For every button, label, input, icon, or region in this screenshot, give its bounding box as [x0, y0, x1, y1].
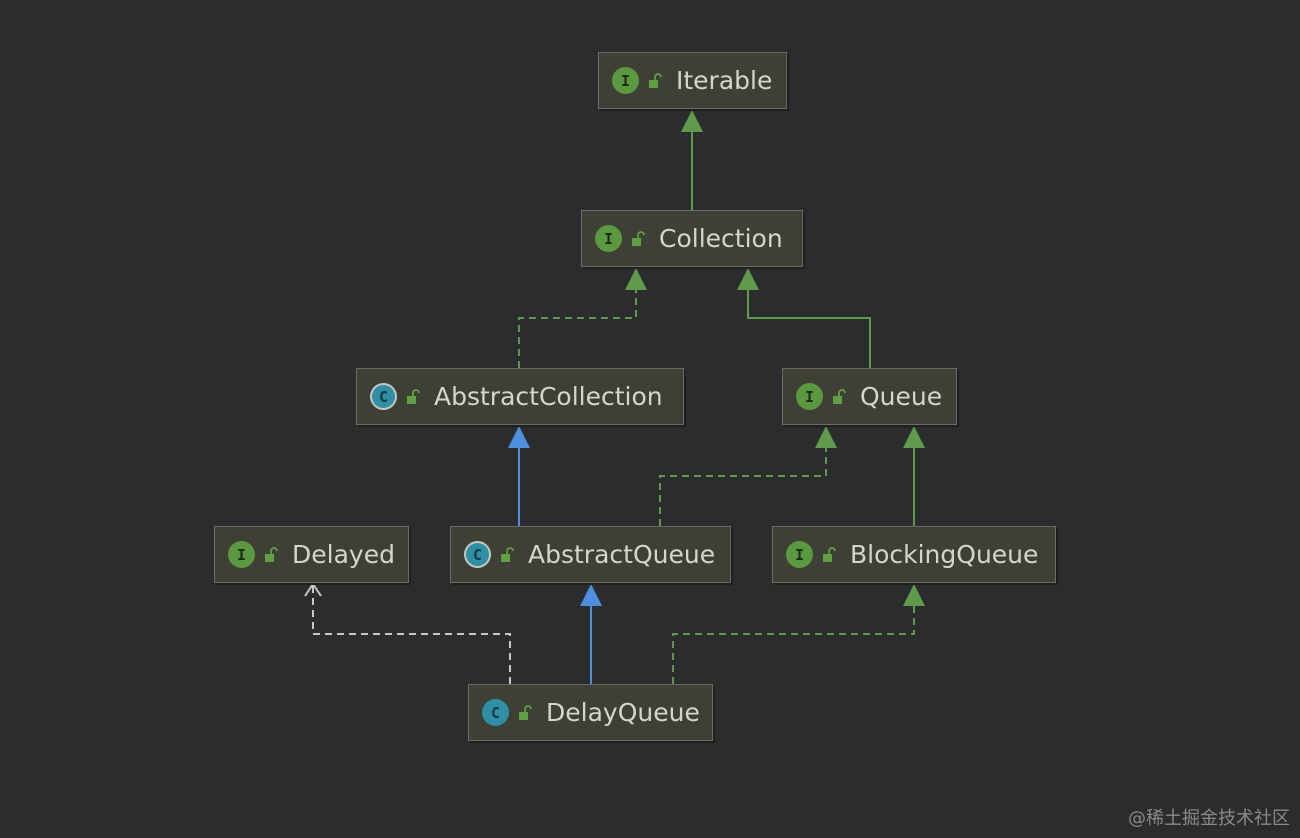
- edge-delayqueue-to-blockingqueue: [672, 606, 915, 684]
- class-name: AbstractQueue: [528, 540, 716, 569]
- class-name: AbstractCollection: [434, 382, 663, 411]
- public-lock-icon: [500, 540, 514, 569]
- triangle-arrowhead-blockingqueue-to-queue: [903, 426, 925, 448]
- triangle-arrowhead-collection-to-iterable: [681, 110, 703, 132]
- class-node-abstractcollection[interactable]: C AbstractCollection: [356, 368, 684, 425]
- class-name: Iterable: [676, 66, 773, 95]
- triangle-arrowhead-delayqueue-to-abstractqueue: [580, 584, 602, 606]
- class-name: Collection: [659, 224, 783, 253]
- triangle-arrowhead-abstractqueue-to-queue: [815, 426, 837, 448]
- public-lock-icon: [518, 698, 532, 727]
- class-node-delayed[interactable]: I Delayed: [214, 526, 409, 583]
- triangle-arrowhead-queue-to-collection: [737, 268, 759, 290]
- edge-abstractcollection-to-collection: [518, 290, 637, 368]
- public-lock-icon: [822, 540, 836, 569]
- class-node-abstractqueue[interactable]: C AbstractQueue: [450, 526, 731, 583]
- class-name: Delayed: [292, 540, 395, 569]
- class-name: BlockingQueue: [850, 540, 1039, 569]
- arrowheads-layer: [304, 110, 925, 606]
- triangle-arrowhead-abstractqueue-to-abstractcollection: [508, 426, 530, 448]
- public-lock-icon: [631, 224, 645, 253]
- triangle-arrowhead-abstractcollection-to-collection: [625, 268, 647, 290]
- triangle-arrowhead-delayqueue-to-blockingqueue: [903, 584, 925, 606]
- open-arrowhead-delayqueue-to-delayed: [304, 582, 322, 597]
- edge-delayqueue-to-delayed: [312, 586, 511, 684]
- edge-abstractqueue-to-queue: [659, 448, 827, 526]
- class-node-blockingqueue[interactable]: I BlockingQueue: [772, 526, 1056, 583]
- watermark: @稀土掘金技术社区: [1128, 808, 1290, 829]
- class-node-delayqueue[interactable]: C DelayQueue: [468, 684, 713, 741]
- interface-kind-icon: I: [228, 541, 255, 568]
- interface-kind-icon: I: [595, 225, 622, 252]
- abstract-class-kind-icon: C: [370, 383, 397, 410]
- abstract-class-kind-icon: C: [464, 541, 491, 568]
- public-lock-icon: [264, 540, 278, 569]
- interface-kind-icon: I: [786, 541, 813, 568]
- public-lock-icon: [648, 66, 662, 95]
- class-name: Queue: [860, 382, 943, 411]
- public-lock-icon: [832, 382, 846, 411]
- class-node-iterable[interactable]: I Iterable: [598, 52, 787, 109]
- class-name: DelayQueue: [546, 698, 700, 727]
- interface-kind-icon: I: [796, 383, 823, 410]
- public-lock-icon: [406, 382, 420, 411]
- class-node-queue[interactable]: I Queue: [782, 368, 957, 425]
- edges-layer: [312, 132, 915, 684]
- class-node-collection[interactable]: I Collection: [581, 210, 803, 267]
- edge-queue-to-collection: [747, 290, 871, 368]
- class-kind-icon: C: [482, 699, 509, 726]
- interface-kind-icon: I: [612, 67, 639, 94]
